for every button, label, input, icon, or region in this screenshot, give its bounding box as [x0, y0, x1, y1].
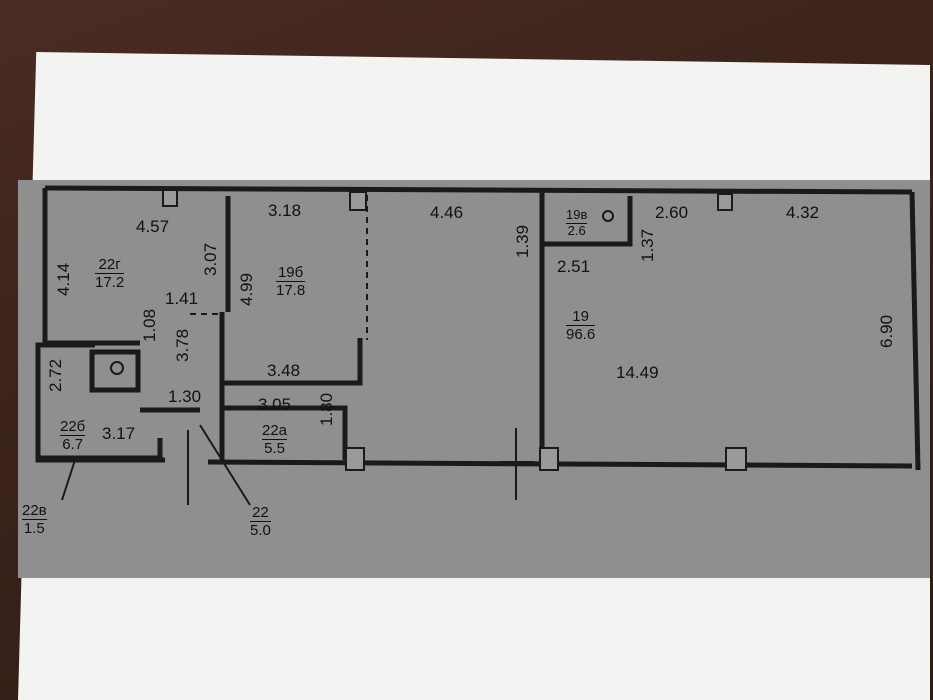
dim-1-08: 1.08 — [140, 308, 159, 342]
outer-wall-bottom — [207, 459, 913, 469]
room-19b-label: 19б 17.8 — [276, 264, 306, 300]
dim-2-60: 2.60 — [655, 203, 689, 222]
dim-1-30: 1.30 — [168, 387, 202, 406]
wall-22b-bottom — [38, 438, 163, 461]
dim-2-72: 2.72 — [46, 358, 65, 392]
room-number: 22 — [250, 504, 271, 523]
room-19v-label: 19в 2.6 — [566, 207, 588, 239]
room-area: 17.2 — [95, 274, 125, 292]
room-number: 19б — [276, 264, 306, 283]
dim-14-49: 14.49 — [616, 363, 659, 382]
toilet-icon — [110, 361, 124, 375]
leader-22v — [61, 459, 76, 501]
plan-background — [18, 180, 930, 578]
column-4 — [539, 447, 559, 471]
room-22-label: 22 5.0 — [250, 504, 271, 540]
dim-3-17: 3.17 — [102, 424, 136, 443]
room-area: 5.0 — [250, 522, 271, 540]
outer-wall-right — [909, 191, 921, 471]
room-number: 19в — [566, 207, 588, 224]
dim-3-07: 3.07 — [201, 242, 220, 276]
dim-6-90: 6.90 — [877, 314, 896, 348]
room-number: 22а — [262, 422, 288, 441]
wall-19b-bottom — [222, 338, 363, 386]
room-number: 22г — [95, 256, 125, 275]
column-3 — [717, 193, 733, 211]
room-number: 22в — [22, 502, 47, 521]
room-number: 19 — [566, 308, 596, 327]
dim-4-14: 4.14 — [54, 262, 73, 296]
dim-1-39: 1.39 — [513, 224, 532, 258]
dim-3-48: 3.48 — [267, 361, 301, 380]
room-area: 96.6 — [566, 326, 596, 344]
room-22g-label: 22г 17.2 — [95, 256, 125, 292]
room-22v-label: 22в 1.5 — [22, 502, 47, 538]
wall-22a — [222, 405, 348, 460]
dim-1-41: 1.41 — [165, 289, 199, 308]
room-area: 2.6 — [567, 222, 586, 238]
wall-wc-box — [89, 349, 141, 393]
sink-icon — [602, 210, 614, 222]
dim-4-57: 4.57 — [136, 217, 170, 236]
room-19-label: 19 96.6 — [566, 308, 596, 344]
column-1 — [162, 189, 178, 207]
room-area: 17.8 — [276, 282, 306, 300]
dim-4-32: 4.32 — [786, 203, 820, 222]
dim-4-99: 4.99 — [237, 272, 256, 306]
column-2 — [349, 191, 367, 211]
leader-22 — [199, 424, 251, 506]
dim-3-78: 3.78 — [173, 328, 192, 362]
room-22b-label: 22б 6.7 — [60, 418, 86, 454]
dim-3-18: 3.18 — [268, 201, 302, 220]
dim-3-05: 3.05 — [258, 395, 292, 414]
dim-1-37: 1.37 — [638, 228, 657, 262]
dim-1-80: 1.80 — [317, 392, 336, 426]
room-number: 22б — [60, 418, 86, 437]
room-22a-label: 22а 5.5 — [262, 422, 288, 458]
column-5 — [725, 447, 747, 471]
room-area: 1.5 — [23, 520, 45, 538]
room-area: 6.7 — [62, 436, 84, 454]
dim-4-46: 4.46 — [430, 203, 464, 222]
wall-19v — [542, 196, 633, 247]
column-6 — [345, 447, 365, 471]
dim-2-51: 2.51 — [557, 257, 591, 276]
outer-wall-top — [44, 185, 913, 195]
room-area: 5.5 — [264, 440, 285, 458]
